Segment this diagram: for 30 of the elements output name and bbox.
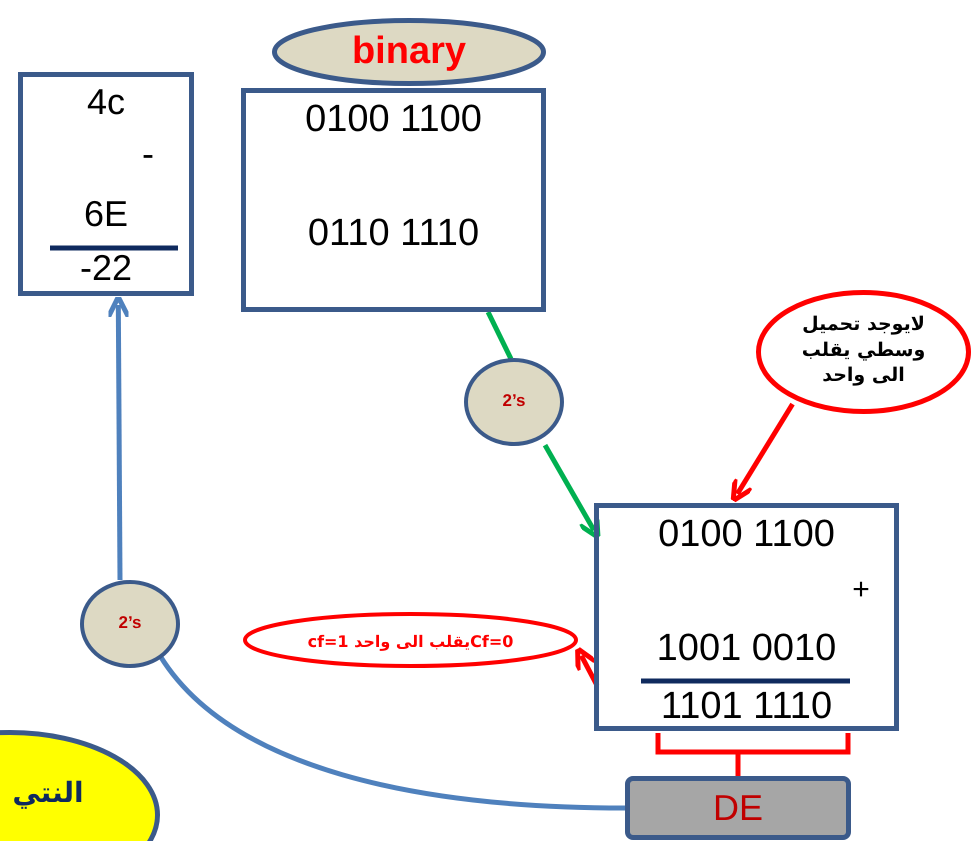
step-circle	[464, 358, 564, 446]
title-text: binary	[350, 32, 468, 70]
binary-number: 0110 1110	[306, 214, 480, 252]
note-text: Cf=0يقلب الى واحد cf=1	[306, 631, 514, 653]
number-box	[18, 72, 194, 296]
step-circle	[80, 580, 180, 668]
binary-box	[241, 88, 546, 312]
sum-number: 1101 1110	[660, 687, 834, 725]
callout-ellipse	[756, 290, 971, 414]
binary-number: 0100 1100	[657, 515, 836, 553]
arrow	[730, 402, 795, 504]
arrow	[106, 294, 131, 580]
step-label: 2’s	[117, 614, 142, 631]
binary-number: 0100 1100	[304, 100, 483, 138]
hex-number: 4c	[86, 84, 126, 120]
arrow	[542, 444, 600, 540]
plus-sign: +	[851, 575, 871, 605]
result-box	[625, 776, 851, 840]
result-text: DE	[712, 790, 764, 826]
addition-box	[594, 503, 899, 731]
title-ellipse	[272, 18, 546, 86]
hex-number: 6E	[82, 196, 130, 232]
bracket	[656, 730, 850, 778]
callout-text: لايوجد تحميل وسطي يقلب الى واحد	[800, 312, 926, 388]
binary-number: 1001 0010	[656, 629, 838, 667]
minus-sign: -	[141, 136, 155, 172]
result-heading: النتي	[11, 775, 85, 811]
step-label: 2’s	[501, 392, 526, 409]
result-number: -22	[78, 250, 134, 286]
note-ellipse	[243, 612, 578, 668]
